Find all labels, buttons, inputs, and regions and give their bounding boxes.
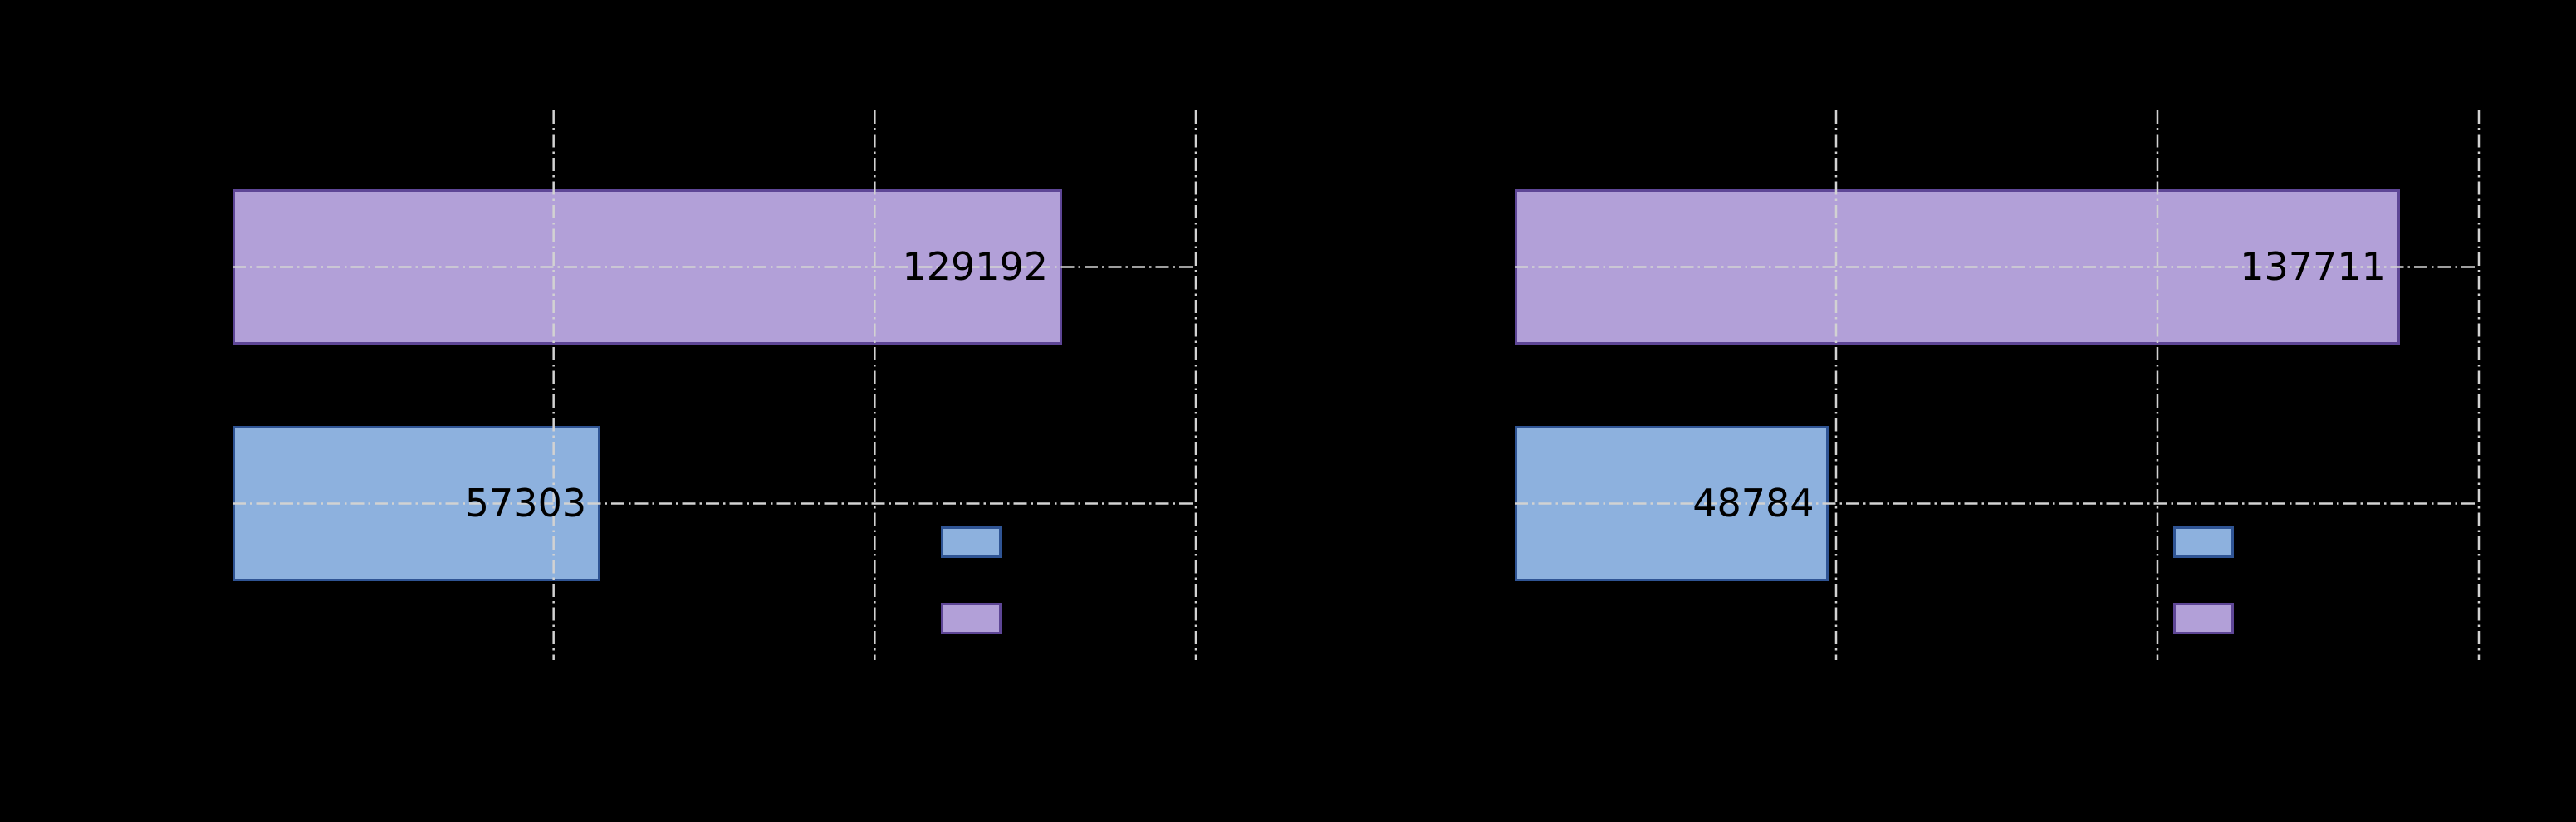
legend-swatch-blue [2172,526,2234,558]
bar-value-label: 48784 [1692,481,1814,526]
bar-blue: 57303 [232,425,601,581]
legend-swatch-blue [940,526,1002,558]
legend-swatch-purple [2172,603,2234,634]
bar-value-label: 129192 [902,244,1049,290]
bar-purple: 137711 [1515,188,2400,345]
bar-chart-left: 129192 57303 [232,110,1197,660]
bar-chart-right: 137711 48784 [1515,110,2481,660]
bar-blue: 48784 [1515,425,1829,581]
legend-swatch-purple [940,603,1002,634]
bar-purple: 129192 [232,188,1063,345]
bar-value-label: 57303 [464,481,587,526]
bar-value-label: 137711 [2240,244,2386,290]
